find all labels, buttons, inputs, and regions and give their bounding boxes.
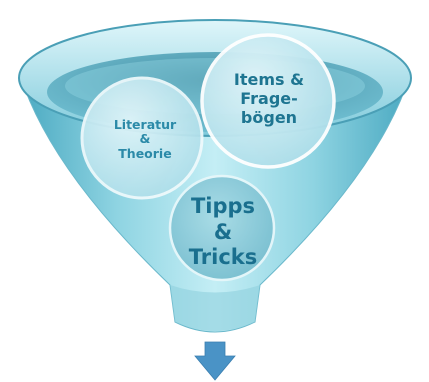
circle-literatur-theorie xyxy=(80,76,204,200)
down-arrow-icon xyxy=(194,341,236,381)
circle-label-tipps-tricks: Tipps & Tricks xyxy=(188,194,258,270)
funnel-neck xyxy=(170,285,260,331)
circle-tipps-tricks xyxy=(168,174,276,282)
circle-label-literatur-theorie: Literatur & Theorie xyxy=(113,117,177,161)
circle-items-frageboegen xyxy=(200,33,336,169)
circle-label-items-frageboegen: Items & Frage- bögen xyxy=(233,70,305,128)
